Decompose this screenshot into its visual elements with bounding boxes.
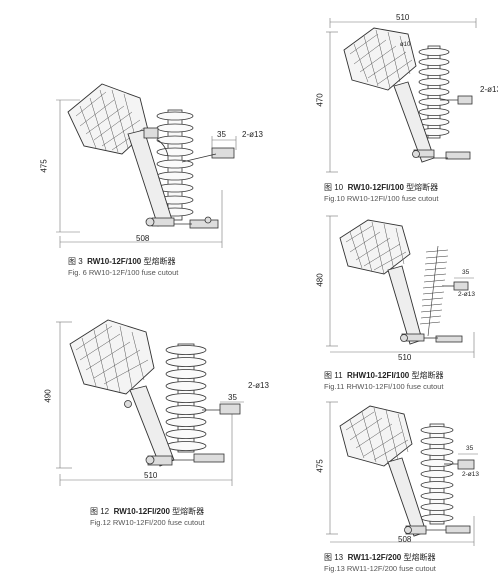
fuse-cutout-drawing-12 (56, 319, 244, 486)
caption-number: 图 10 (324, 183, 344, 192)
caption-cn-fig13: 图 13 RW11-12F/200 型熔断器 (324, 552, 435, 563)
caption-en-fig3: Fig. 6 RW10-12F/100 fuse cutout (68, 268, 179, 277)
hole-dimension: 2-ø13 (462, 471, 479, 478)
caption-cn-fig10: 图 10 RW10-12FI/100 型熔断器 (324, 182, 438, 193)
caption-suffix: 型熔断器 (411, 371, 444, 380)
pitch-dimension: 35 (217, 130, 226, 139)
hole-dimension: 2-ø13 (248, 381, 269, 390)
figure-12: 490 510 35 2-ø13 (44, 310, 284, 490)
width-dimension: 510 (396, 13, 410, 22)
caption-en-fig13: Fig.13 RW11-12F/200 fuse cutout (324, 564, 436, 573)
caption-model: RHW10-12FI/100 (346, 371, 410, 380)
hole-dimension: 2-ø13 (242, 130, 263, 139)
diameter-label: ø10 (400, 42, 411, 48)
figure-13: 475 508 35 2-ø13 (315, 396, 488, 550)
pitch-dimension: 35 (228, 393, 237, 402)
caption-number: 图 3 (68, 257, 83, 266)
caption-number: 图 11 (324, 371, 343, 380)
height-dimension: 475 (315, 459, 325, 473)
caption-cn-fig3: 图 3 RW10-12F/100 型熔断器 (68, 256, 175, 267)
hole-dimension: 2-ø13 (480, 85, 498, 94)
caption-suffix: 型熔断器 (403, 553, 436, 562)
height-dimension: 490 (43, 389, 53, 403)
caption-cn-fig11: 图 11 RHW10-12FI/100 型熔断器 (324, 370, 443, 381)
width-dimension: 508 (136, 234, 150, 243)
caption-suffix: 型熔断器 (172, 507, 205, 516)
caption-en-fig11: Fig.11 RHW10-12FI/100 fuse cutout (324, 382, 444, 391)
width-dimension: 510 (398, 353, 412, 362)
width-dimension: 508 (398, 535, 412, 544)
caption-number: 图 13 (324, 553, 344, 562)
height-dimension: 470 (315, 93, 325, 107)
figure-11: 480 510 35 2-ø13 (315, 212, 488, 364)
width-dimension: 510 (144, 471, 158, 480)
fuse-cutout-drawing-13 (326, 401, 478, 546)
caption-number: 图 12 (90, 507, 110, 516)
caption-model: RW10-12FI/100 (347, 183, 404, 192)
caption-suffix: 型熔断器 (406, 183, 439, 192)
caption-model: RW10-12FI/200 (113, 507, 170, 516)
figure-10: 510 470 ø10 2-ø13 (315, 12, 498, 182)
caption-model: RW10-12F/100 (87, 257, 142, 266)
hole-dimension: 2-ø13 (458, 291, 475, 298)
caption-en-fig12: Fig.12 RW10-12FI/200 fuse cutout (90, 518, 205, 527)
pitch-dimension: 35 (466, 445, 474, 452)
fuse-cutout-drawing-11 (326, 215, 475, 358)
caption-suffix: 型熔断器 (143, 257, 176, 266)
caption-cn-fig12: 图 12 RW10-12FI/200 型熔断器 (90, 506, 204, 517)
caption-en-fig10: Fig.10 RW10-12FI/100 fuse cutout (324, 194, 439, 203)
height-dimension: 475 (39, 159, 49, 173)
pitch-dimension: 35 (462, 269, 470, 276)
figure-3: 475 508 35 2-ø13 (40, 70, 280, 270)
fuse-cutout-drawing-3 (56, 83, 237, 248)
height-dimension: 480 (315, 273, 325, 287)
fuse-cutout-drawing-10 (326, 18, 477, 173)
caption-model: RW11-12F/200 (347, 553, 402, 562)
